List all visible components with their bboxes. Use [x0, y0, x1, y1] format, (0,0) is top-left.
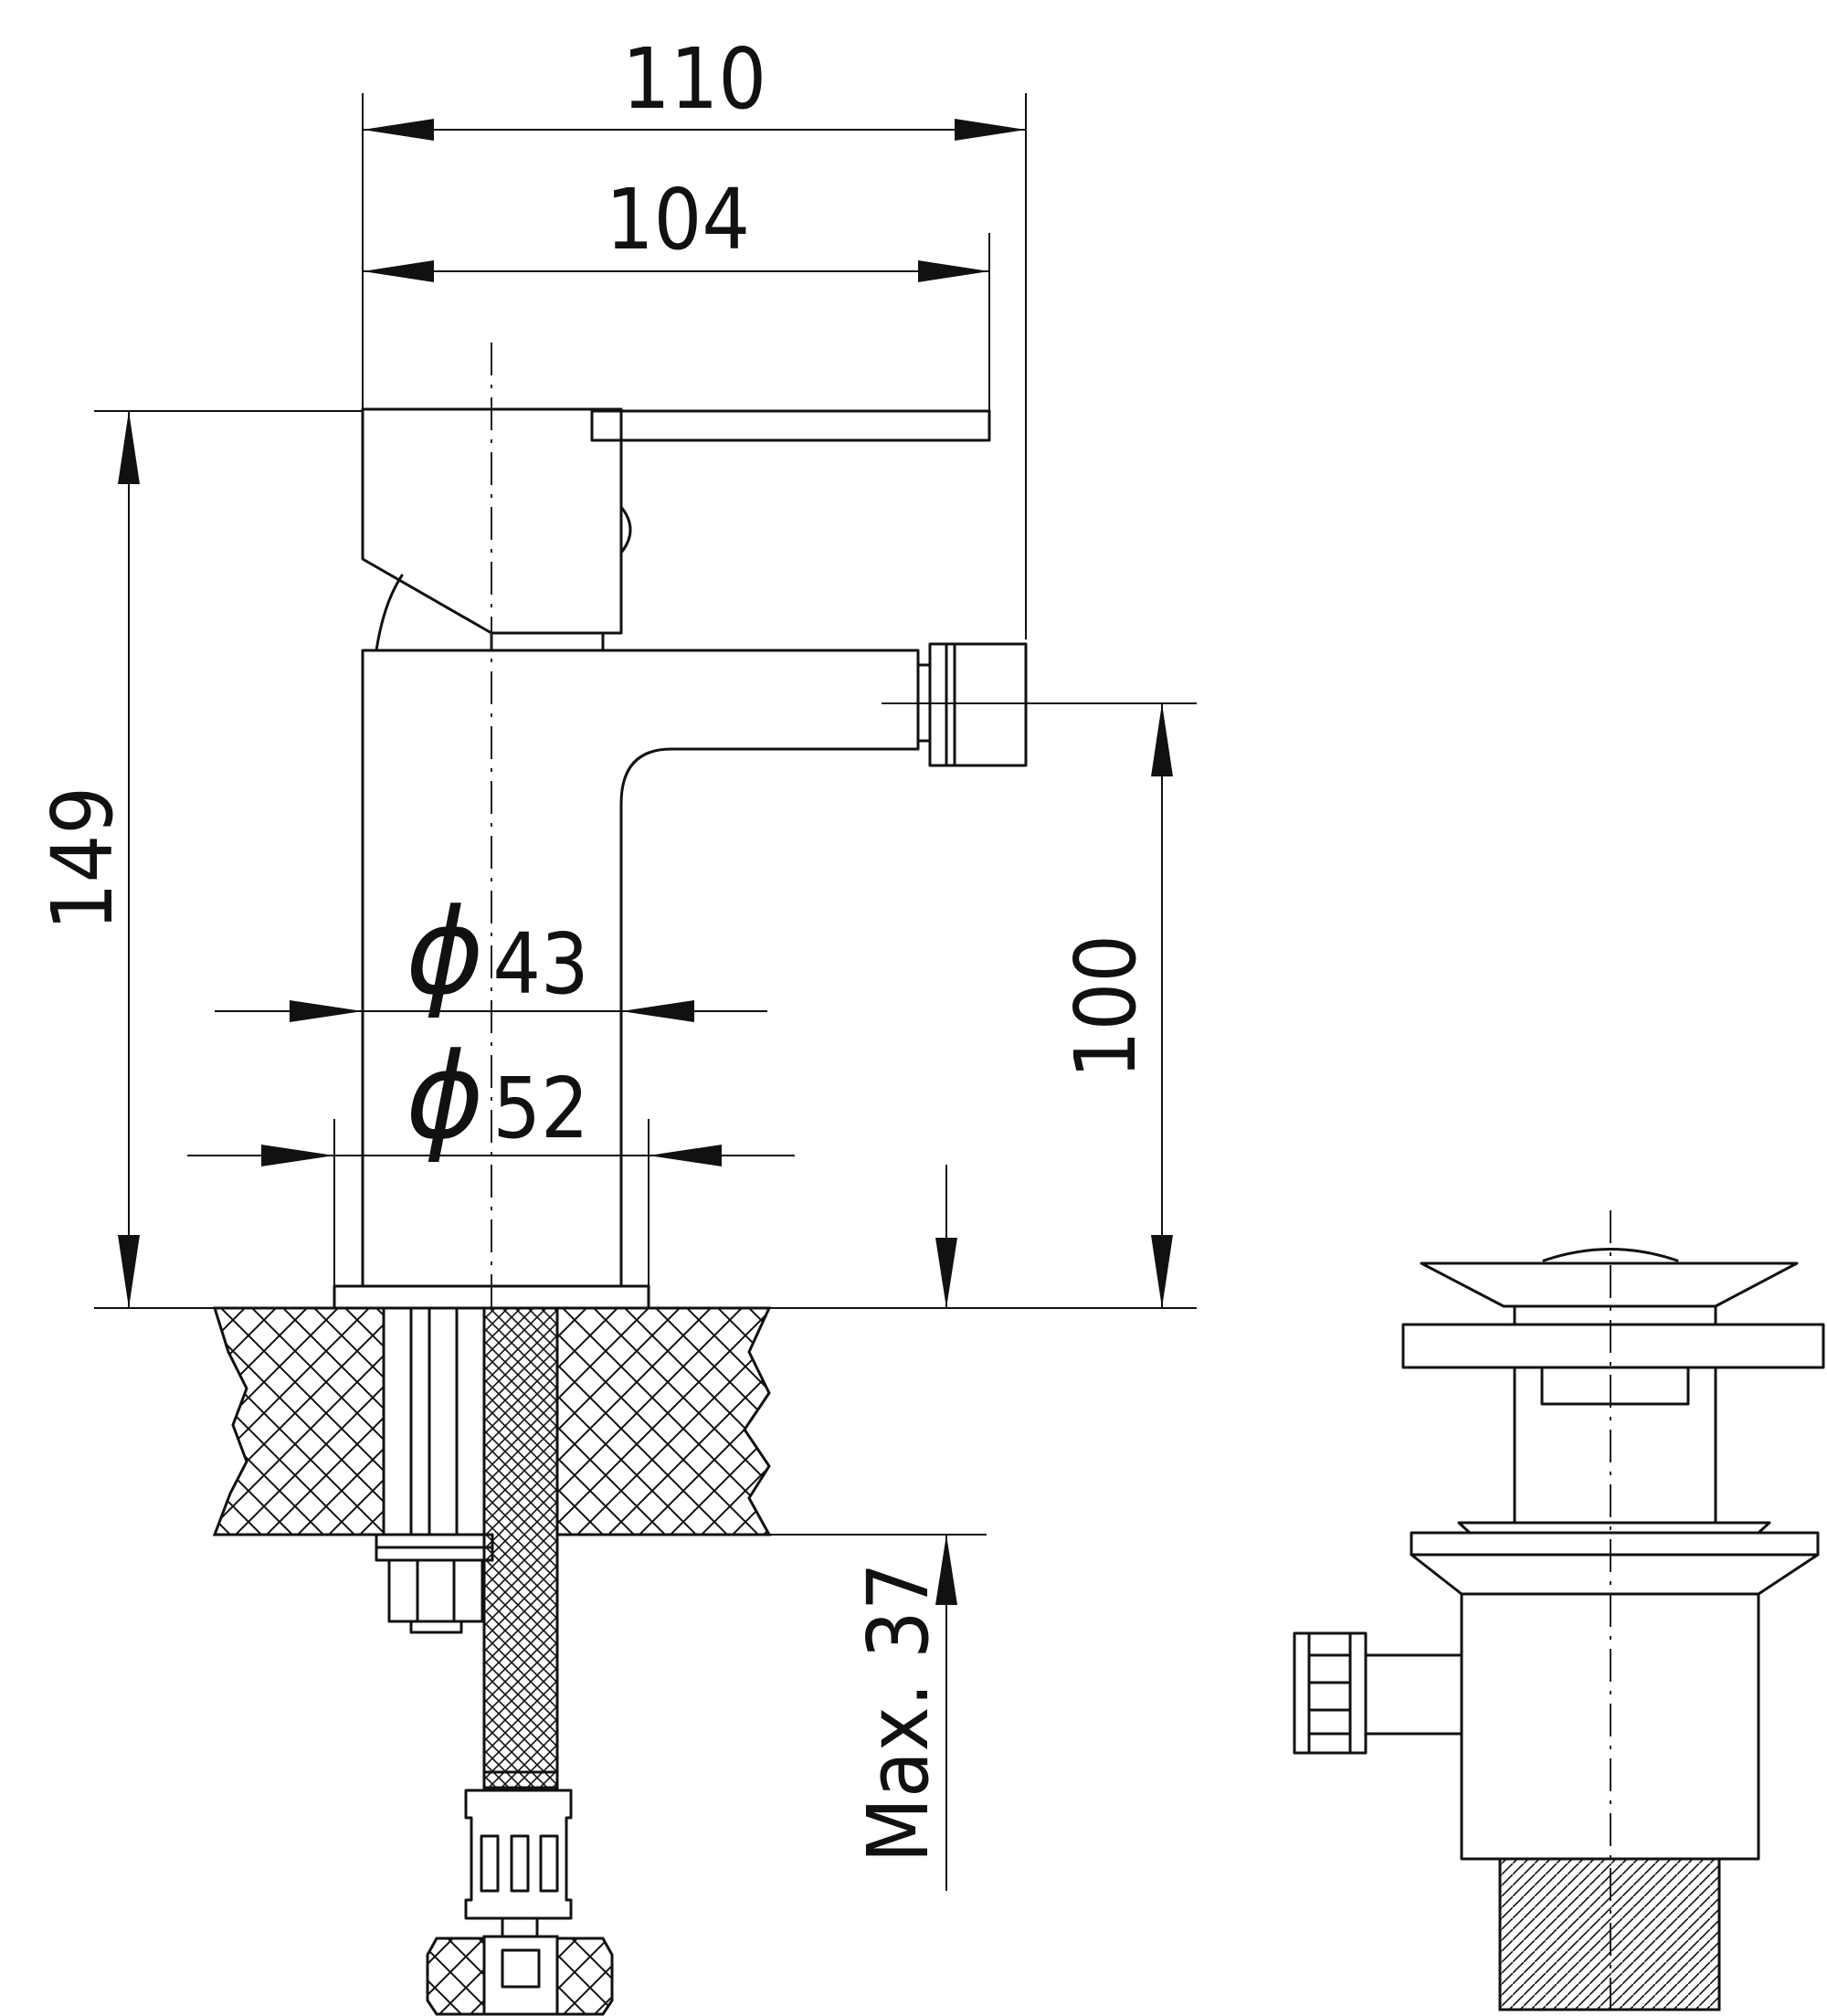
- dimension-spout-height: 100: [882, 702, 1197, 1308]
- countertop-section: [212, 1306, 987, 1536]
- dimension-base-diameter-label: 52: [492, 1060, 588, 1157]
- dimension-body-diameter-label: 43: [492, 915, 588, 1013]
- dimension-lever-width: 104: [363, 171, 990, 411]
- faucet-spout-column: [361, 649, 920, 1288]
- faucet-lever: [590, 409, 991, 442]
- dimension-lever-width-label: 104: [606, 171, 750, 269]
- mounting-stud-assembly: [375, 1306, 494, 1634]
- popup-drain-assembly: [1293, 1210, 1825, 2016]
- dimension-overall-width: 110: [362, 30, 1027, 639]
- dimension-body-diameter-symbol: ϕ: [406, 882, 484, 1021]
- faucet-body: [333, 407, 1028, 1310]
- dimension-body-diameter: ϕ 43: [215, 882, 767, 1022]
- dimension-overall-height: 149: [34, 410, 363, 1308]
- dimension-overall-height-label: 149: [34, 786, 132, 931]
- dimension-max-thickness: Max. 37: [850, 1165, 957, 1891]
- dimension-overall-width-label: 110: [622, 30, 766, 128]
- faucet-knob: [619, 505, 632, 554]
- flexible-hose: [426, 1306, 614, 2016]
- dimension-spout-height-label: 100: [1057, 934, 1155, 1079]
- faucet-aerator: [928, 642, 1028, 767]
- dimension-base-diameter: ϕ 52: [187, 1027, 795, 1166]
- dimension-max-thickness-label: Max. 37: [850, 1563, 947, 1863]
- dimension-base-diameter-symbol: ϕ: [406, 1027, 484, 1166]
